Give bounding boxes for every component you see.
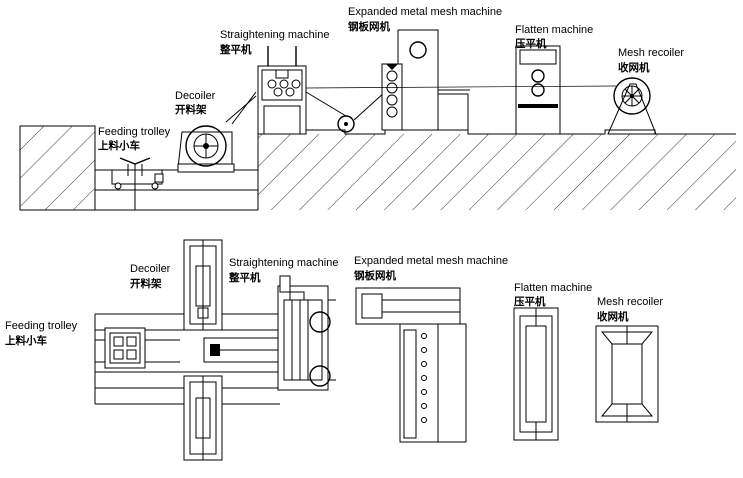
plan-label-recoiler-en: Mesh recoiler	[597, 296, 663, 308]
label-recoiler-en: Mesh recoiler	[618, 47, 684, 59]
plan-view: Feeding trolley 上料小车 Decoiler 开料架 Straig…	[5, 239, 663, 461]
label-straightening-en: Straightening machine	[220, 29, 329, 41]
plan-label-recoiler-cn: 收网机	[597, 310, 629, 323]
label-expanded-en: Expanded metal mesh machine	[348, 6, 502, 18]
label-recoiler-cn: 收网机	[618, 61, 650, 74]
ground-hatch	[19, 125, 736, 211]
straightening-machine-elevation	[257, 46, 307, 135]
plan-label-expanded-en: Expanded metal mesh machine	[354, 255, 508, 267]
label-decoiler-cn: 开料架	[175, 103, 207, 116]
straightening-machine-plan	[277, 275, 336, 391]
plan-label-straightening-cn: 整平机	[228, 271, 261, 284]
flatten-machine-elevation	[515, 45, 561, 135]
feeding-trolley-elevation	[105, 157, 245, 210]
label-decoiler-en: Decoiler	[175, 90, 216, 102]
tension-roller-elevation	[305, 91, 386, 133]
flatten-machine-plan	[513, 307, 559, 441]
decoiler-elevation	[177, 91, 257, 173]
strip-line	[305, 85, 617, 89]
label-expanded-cn: 钢板网机	[348, 20, 390, 33]
label-flatten-cn: 压平机	[515, 37, 547, 50]
label-straightening-cn: 整平机	[219, 43, 252, 56]
label-flatten-en: Flatten machine	[515, 24, 593, 36]
label-feeding-trolley-cn: 上料小车	[98, 139, 140, 152]
plan-label-flatten-en: Flatten machine	[514, 282, 592, 294]
elevation-view: Feeding trolley 上料小车 Decoiler 开料架 Straig…	[19, 6, 736, 211]
plan-label-decoiler-en: Decoiler	[130, 263, 171, 275]
plan-label-straightening-en: Straightening machine	[229, 257, 338, 269]
mesh-recoiler-elevation	[607, 77, 657, 135]
expanded-mesh-machine-plan	[355, 287, 467, 443]
decoiler-plan-top	[183, 239, 223, 331]
decoiler-shaft-plan	[203, 337, 285, 363]
plan-label-feeding-trolley-en: Feeding trolley	[5, 320, 78, 332]
plan-label-decoiler-cn: 开料架	[130, 277, 162, 290]
plan-label-feeding-trolley-cn: 上料小车	[5, 334, 47, 347]
feeding-trolley-plan	[104, 327, 146, 369]
mesh-recoiler-plan	[595, 325, 659, 423]
expanded-mesh-machine-elevation	[381, 29, 470, 131]
plan-label-expanded-cn: 钢板网机	[354, 269, 396, 282]
decoiler-plan-bottom	[183, 375, 223, 461]
label-feeding-trolley-en: Feeding trolley	[98, 126, 171, 138]
plan-label-flatten-cn: 压平机	[514, 295, 546, 308]
